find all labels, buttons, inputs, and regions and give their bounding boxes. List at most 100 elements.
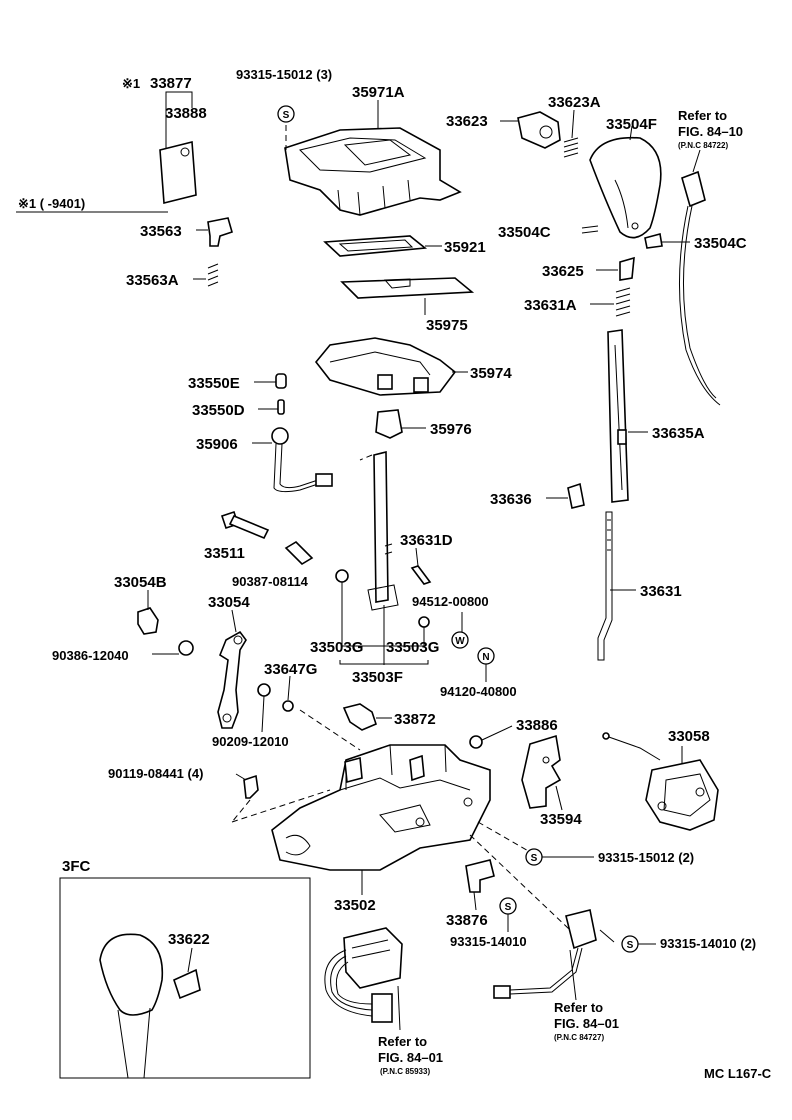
label-94512-00800: 94512-00800 [412,594,489,609]
switch-wire-8410 [678,149,721,406]
knob-button-33623 [500,109,579,158]
label-33504C-left: 33504C [498,224,551,241]
washers [335,569,487,682]
label-33058: 33058 [668,728,710,745]
label-33872: 33872 [394,711,436,728]
bracket-33054 [137,590,247,729]
label-90209-12010: 90209-12010 [212,734,289,749]
label-35975: 35975 [426,317,468,334]
plate-35975 [340,277,475,315]
label-33635A: 33635A [652,425,705,442]
label-33876: 33876 [446,912,488,929]
switch-8401-right [493,909,615,1001]
label-33631D: 33631D [400,532,453,549]
label-33594: 33594 [540,811,582,828]
pnc-85933: (P.N.C 85933) [380,1067,430,1076]
label-35974: 35974 [470,365,512,382]
label-90387-08114: 90387-08114 [232,574,309,589]
svg-text:S: S [627,940,634,951]
label-33563A: 33563A [126,272,179,289]
refer-8401b: Refer to [378,1034,427,1049]
label-93315-14010-2: 93315-14010 (2) [660,936,756,951]
label-33647G: 33647G [264,661,317,678]
label-33503G-left: 33503G [310,639,363,656]
bolt-90119 [235,773,259,799]
label-33623A: 33623A [548,94,601,111]
bulb-parts [252,373,333,493]
label-93315-14010: 93315-14010 [450,934,527,949]
label-33877: 33877 [150,75,192,92]
note-mark: ※1 [122,76,140,91]
fig-8401b: FIG. 84–01 [378,1050,443,1065]
label-35921: 35921 [444,239,486,256]
bracket-33876 [465,859,495,911]
base-33502 [231,709,571,931]
svg-text:S: S [505,902,512,913]
label-33550D: 33550D [192,402,245,419]
label-33636: 33636 [490,491,532,508]
rod-33631 [597,511,636,661]
marker-s-14010: S [499,897,517,932]
svg-text:N: N [482,652,489,663]
label-33502: 33502 [334,897,376,914]
label-35976: 35976 [430,421,472,438]
svg-text:S: S [283,110,290,121]
marker-w: W [451,631,469,649]
marker-s-15012-2: S [525,848,594,866]
label-33622: 33622 [168,931,210,948]
label-33623: 33623 [446,113,488,130]
shift-lever [359,409,426,665]
marker-s-14010-2: S [621,935,656,953]
label-33563: 33563 [140,223,182,240]
label-35971A: 35971A [352,84,405,101]
clip-33636 [546,482,585,509]
range-note: ※1 ( -9401) [18,196,85,211]
fig-8410: FIG. 84–10 [678,124,743,139]
label-33504C-right: 33504C [694,235,747,252]
diagram-code: MC L167-C [704,1066,772,1081]
housing-35971A [284,100,462,216]
label-93315-15012-2: 93315-15012 (2) [598,850,694,865]
harness-8401-bottom [324,927,403,1031]
gasket-35921 [323,235,442,257]
label-33503F: 33503F [352,669,403,686]
part-33872 [342,703,392,731]
washer-33647G [257,675,294,733]
label-33886: 33886 [516,717,558,734]
assembly-33058 [602,732,719,831]
bracket-33594 [469,725,563,811]
inset-3FC [59,877,311,1079]
label-3FC: 3FC [62,858,91,875]
rod-33635A [607,329,648,503]
refer-8410: Refer to [678,108,727,123]
label-35906: 35906 [196,436,238,453]
fig-8401a: FIG. 84–01 [554,1016,619,1031]
label-33631A: 33631A [524,297,577,314]
label-90386-12040: 90386-12040 [52,648,129,663]
label-33054: 33054 [208,594,250,611]
marker-n: N [477,647,495,665]
label-93315-15012-3: 93315-15012 (3) [236,67,332,82]
label-33054B: 33054B [114,574,167,591]
pnc-84727: (P.N.C 84727) [554,1033,604,1042]
label-33504F: 33504F [606,116,657,133]
bracket-33563 [193,217,233,287]
cover-35974 [314,337,468,396]
bolt-33511 [220,510,314,566]
label-33511: 33511 [204,545,245,562]
label-33888: 33888 [165,105,207,122]
label-94120-40800: 94120-40800 [440,684,517,699]
svg-text:S: S [531,853,538,864]
label-33503G-right: 33503G [386,639,439,656]
pin-33631D [410,547,432,585]
label-90119-08441-4: 90119-08441 (4) [108,766,203,781]
shift-knob-33504F [581,125,690,249]
refer-8401a: Refer to [554,1000,603,1015]
svg-text:W: W [455,636,465,647]
plate-33877 [159,91,197,205]
marker-s-top: S [277,105,295,123]
pnc-84722: (P.N.C 84722) [678,141,728,150]
parts-33625 [590,256,635,317]
label-33631: 33631 [640,583,682,600]
